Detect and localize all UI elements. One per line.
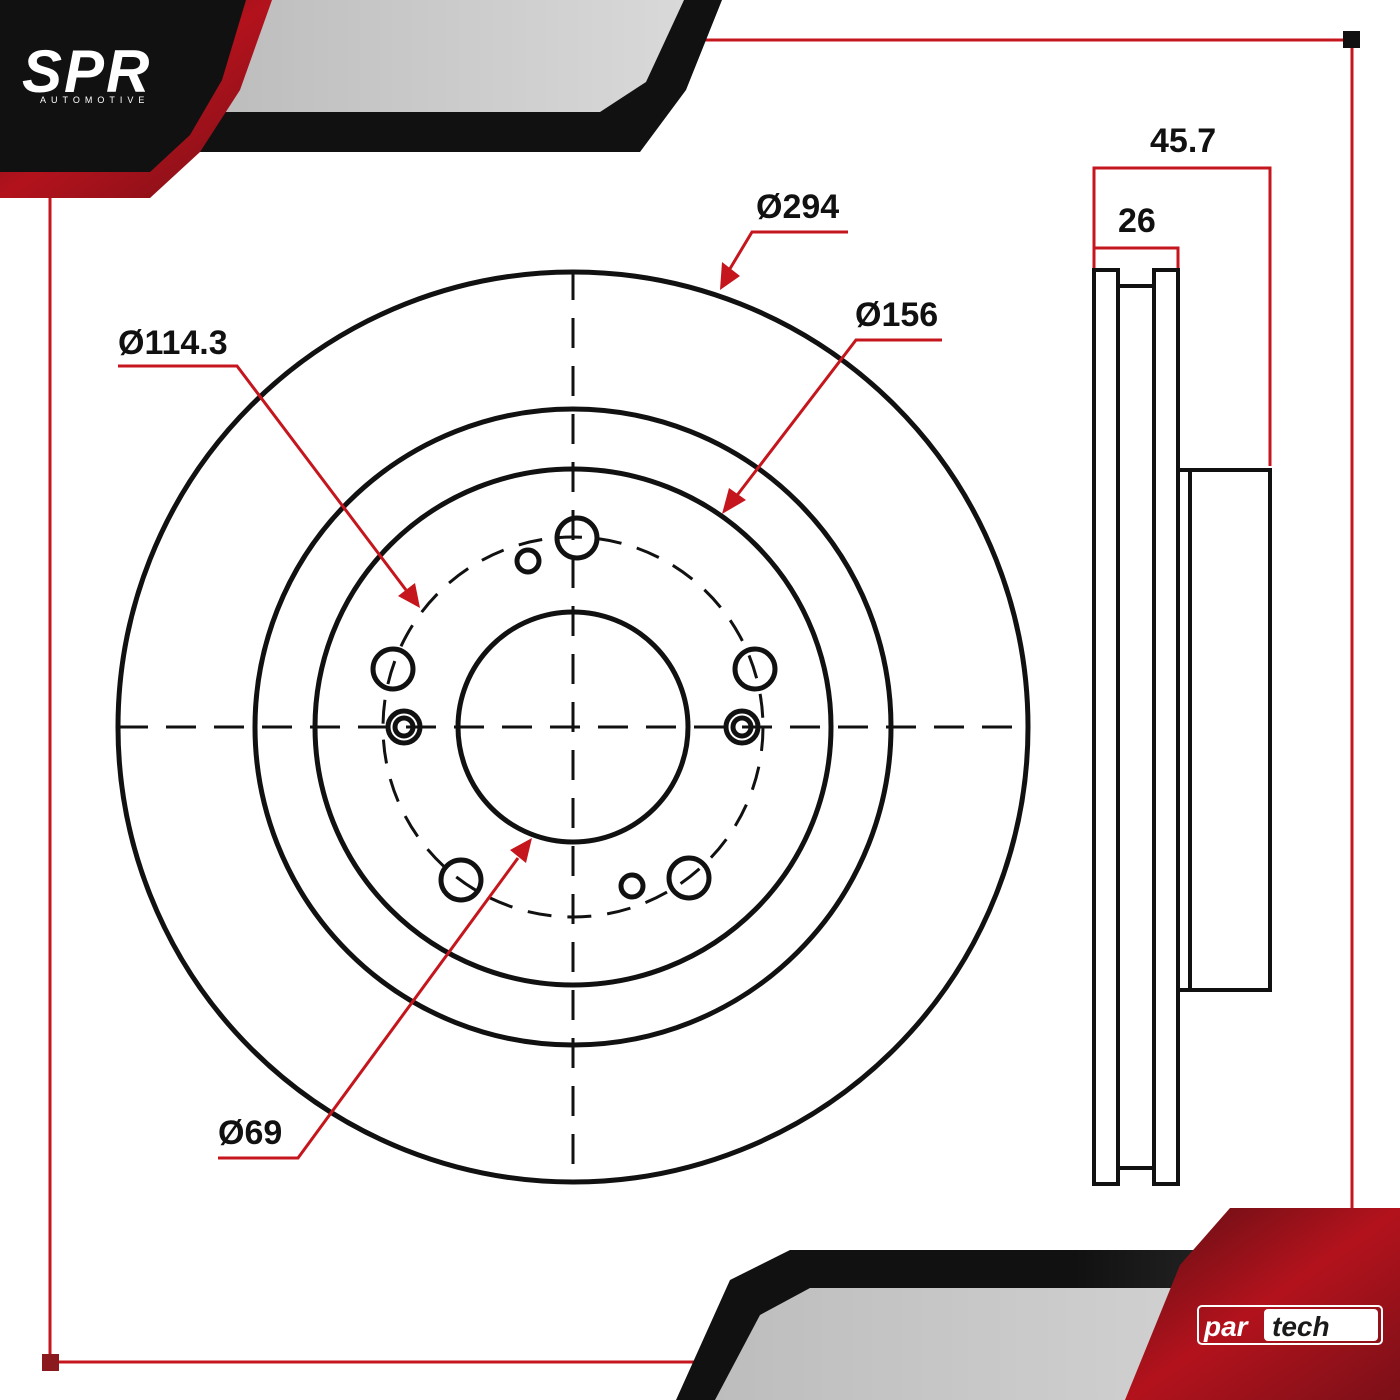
- leader-lines: [118, 230, 942, 1160]
- partech-logo-box: [1197, 1305, 1383, 1345]
- threaded-hole-left-inner: [392, 715, 416, 739]
- side-vane-section: [1116, 284, 1156, 1170]
- leader-bolt-circle: [118, 364, 408, 591]
- thickness-bracket: [1092, 246, 1180, 268]
- lug-hole-top: [554, 515, 600, 561]
- frame-corner-marker-top: [1343, 31, 1360, 48]
- outer-diameter-label: Ø294: [756, 188, 839, 226]
- threaded-hole-left-outer: [385, 708, 423, 746]
- center-bore-label: Ø69: [218, 1114, 282, 1152]
- overall-height-label: 45.7: [1150, 122, 1216, 160]
- leader-outer-diameter: [726, 230, 848, 273]
- arrow-outer-diameter: [720, 262, 740, 290]
- lug-hole-bottom-right: [666, 855, 712, 901]
- partech-logo-prefix: par: [1203, 1311, 1250, 1342]
- threaded-hole-right-outer: [723, 708, 761, 746]
- frame: [42, 31, 1360, 1371]
- bolt-circle-label: Ø114.3: [118, 324, 228, 362]
- arrow-bolt-circle: [398, 583, 420, 608]
- overall-height-bracket: [1092, 166, 1272, 466]
- header-gray-band: [222, 0, 684, 112]
- leader-arrowheads: [398, 262, 746, 863]
- footer-banner: par tech: [676, 1208, 1400, 1400]
- lug-hole-bottom-left: [438, 857, 484, 903]
- thickness-label: 26: [1118, 202, 1156, 240]
- lug-hole-right: [732, 646, 778, 692]
- small-hole-top: [514, 547, 542, 575]
- header-banner: SPR AUTOMOTIVE: [0, 0, 722, 198]
- side-dimensions: [1092, 166, 1272, 466]
- small-hole-bottom: [618, 872, 646, 900]
- threaded-hole-right-inner: [730, 715, 754, 739]
- spr-logo: SPR: [22, 38, 151, 105]
- partech-logo-suffix: tech: [1272, 1311, 1330, 1342]
- side-inner-plate: [1152, 268, 1180, 1186]
- lug-hole-left: [370, 646, 416, 692]
- partech-logo-tech-bg: [1264, 1309, 1378, 1341]
- arrow-friction-inner: [722, 488, 746, 514]
- rotor-front-view: [115, 269, 1031, 1185]
- footer-red-band: [1125, 1208, 1400, 1400]
- rotor-side-view: [1092, 268, 1272, 1186]
- frame-corner-marker-bottom: [42, 1354, 59, 1371]
- side-hat-section: [1176, 468, 1272, 992]
- partech-logo: par tech: [1197, 1305, 1383, 1345]
- spr-tagline: AUTOMOTIVE: [40, 95, 149, 105]
- arrow-center-bore: [510, 838, 532, 863]
- side-outer-plate: [1092, 268, 1120, 1186]
- logo-panel: [0, 0, 246, 172]
- leader-center-bore: [218, 857, 520, 1160]
- friction-inner-diameter-label: Ø156: [855, 296, 938, 334]
- leader-friction-inner: [733, 338, 942, 499]
